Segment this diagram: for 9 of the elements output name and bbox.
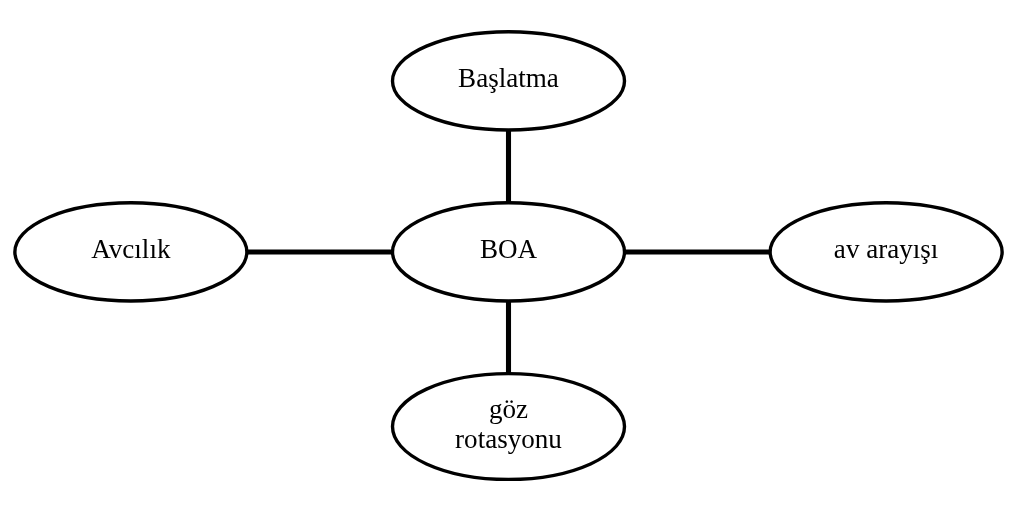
node-ellipse: av arayışı bbox=[768, 200, 1004, 303]
connector bbox=[625, 248, 770, 254]
node-ellipse: BOA bbox=[390, 200, 627, 303]
node-ellipse: göz rotasyonu bbox=[390, 371, 627, 481]
connector bbox=[505, 129, 512, 202]
node-ellipse: Başlatma bbox=[390, 29, 627, 132]
node-ellipse: Avcılık bbox=[13, 200, 249, 303]
connector bbox=[505, 300, 512, 374]
connector bbox=[247, 248, 393, 254]
